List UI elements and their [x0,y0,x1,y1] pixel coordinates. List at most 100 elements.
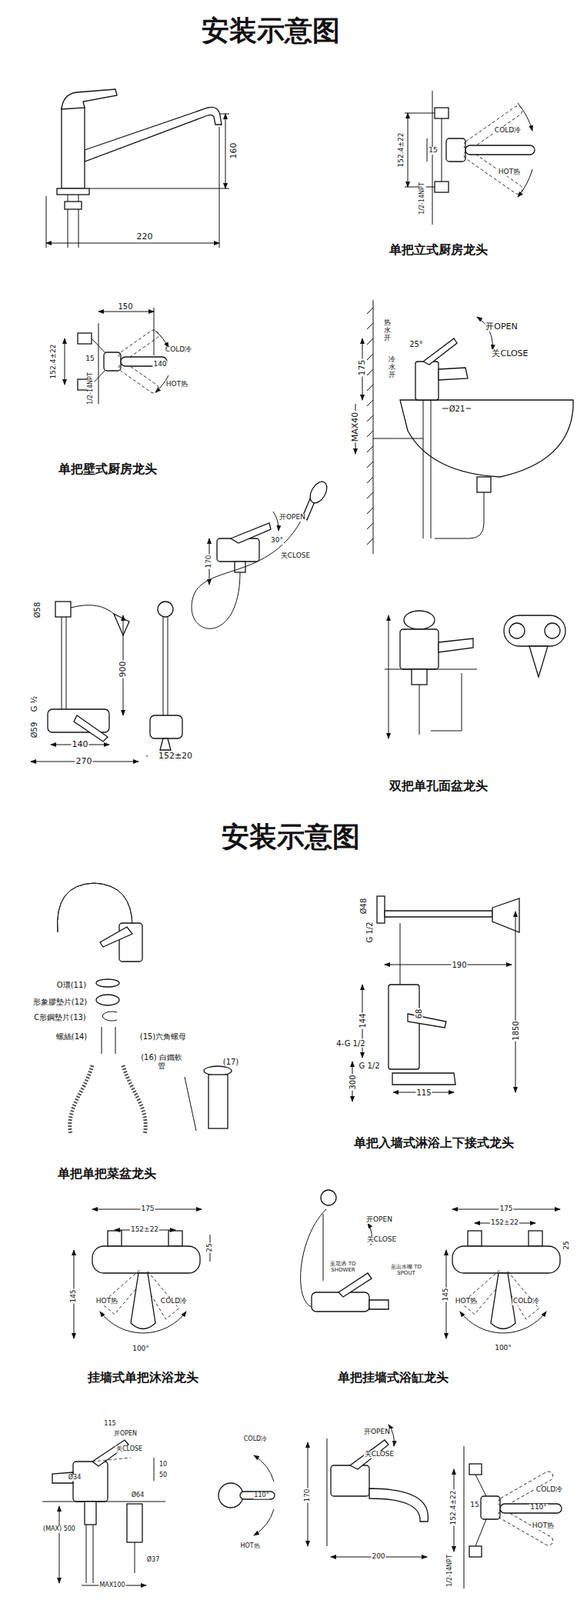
kitchen-faucet-side [46,89,230,248]
annotation-label: (15)六角螺母 [139,1032,188,1041]
basin-faucet [355,300,574,554]
annotation-label: 冷水开 [387,356,397,380]
annotation-label: 4-G 1/2 [335,1039,366,1048]
figure-caption: 双把单孔面盆龙头 [388,779,489,794]
annotation-label: COLD冷 [493,126,522,135]
annotation-label: 开OPEN [365,1216,394,1225]
concealed-shower-valve [352,896,520,1102]
annotation-label: 螺絲(14) [55,1032,89,1041]
annotation-label: 1/2-14NPT [446,1554,454,1588]
annotation-label: 150 [116,302,134,311]
figure-caption: 单把壁式厨房龙头 [57,462,158,477]
annotation-label: 145 [70,1288,78,1304]
annotation-label: HOT热 [497,168,521,177]
wall-shower-mixer [73,1209,211,1339]
annotation-label: 开OPEN [113,1430,138,1438]
annotation-label: G 1/2 [365,920,374,944]
annotation-label: 形象膠墊片(12) [32,997,89,1007]
annotation-label: 15 [427,146,438,155]
figure-caption: 单把单把菜盆龙头 [56,1167,157,1181]
annotation-label: 170 [205,553,214,569]
annotation-label: 144 [358,1012,367,1029]
annotation-label: Ø37 [146,1557,161,1565]
annotation-label: (17) [222,1057,241,1067]
kitchen-faucet-top [404,90,535,225]
annotation-label: 关CLOSE [115,1446,144,1454]
annotation-label: COLD冷 [535,1486,564,1495]
annotation-label: 至花洒 TO SHOWER [326,1261,361,1274]
annotation-label: 270 [75,757,94,767]
annotation-label: 110° [253,1492,270,1500]
annotation-label: 开OPEN [278,513,307,522]
figure-caption: 单把挂墙式浴缸龙头 [336,1370,450,1385]
annotation-label: 175 [357,359,367,377]
annotation-label: O環(11) [56,980,87,990]
page-title: 安装示意图 [200,15,341,47]
kitchen-sink-faucet-parts [57,883,232,1135]
annotation-label: 50 [158,1472,168,1480]
annotation-label: 关CLOSE [363,1450,395,1459]
annotation-label: 25 [206,1242,214,1253]
annotation-label: C形鋼墊片(13) [33,1013,87,1022]
figure-caption: 单把入墙式淋浴上下接式龙头 [353,1136,515,1151]
annotation-label: Ø58 [33,601,42,620]
annotation-label: 1850 [511,1020,521,1041]
annotation-label: 110° [529,1504,548,1512]
annotation-label: 115 [103,1420,117,1428]
annotation-label: COLD冷 [160,1297,188,1306]
annotation-label: 25 [563,1240,571,1251]
annotation-label: 170 [303,1487,312,1503]
annotation-label: Ø21 [448,404,467,414]
figure-caption: 单把立式厨房龙头 [388,243,489,257]
annotation-label: COLD冷 [512,1297,541,1306]
annotation-label: 152±22 [130,1226,160,1235]
annotation-label: HOT热 [239,1543,261,1551]
annotation-label: HOT热 [165,380,189,389]
annotation-label: (MAX) 500 [42,1526,77,1534]
annotation-label: 15 [84,355,95,364]
annotation-label: 100° [493,1344,513,1353]
annotation-label: 152±22 [490,1219,520,1228]
annotation-label: HOT热 [531,1522,555,1531]
annotation-label: 关CLOSE [490,349,529,359]
annotation-label: 152.4±22 [50,343,58,381]
hand-shower [191,479,331,630]
annotation-label: 开OPEN [484,322,518,332]
annotation-label: 145 [442,1287,451,1302]
annotation-label: 300 [348,1073,357,1091]
annotation-label: 10 [158,1461,168,1469]
annotation-label: HOT热 [454,1297,478,1306]
annotation-label: 至出水嘴 TO SPOUT [386,1264,426,1277]
annotation-label: 152.4±22 [397,132,406,169]
annotation-label: 115 [415,1088,432,1098]
wall-kitchen-faucet [64,307,169,404]
annotation-label: (16) 白鐵軟管 [139,1053,184,1071]
wall-faucet [307,1424,562,1589]
annotation-label: Ø64 [130,1492,145,1500]
annotation-label: 140 [71,740,90,750]
annotation-label: 190 [450,960,467,970]
annotation-label: 15 [469,1501,480,1510]
two-handle-basin-faucet [384,610,566,739]
annotation-label: 关CLOSE [366,1236,397,1245]
annotation-label: COLD冷 [164,346,193,354]
annotation-label: Ø34 [67,1474,82,1482]
annotation-label: 175 [140,1205,155,1214]
annotation-label: 220 [136,232,154,242]
figure-caption: 挂墙式单把沐浴龙头 [86,1370,200,1385]
annotation-label: 1/2-14NPT [419,181,427,216]
annotation-label: 140 [152,360,167,369]
annotation-label: Ø59 [30,721,39,740]
bath-shower-mixer [300,1190,561,1339]
shower-set [30,601,183,762]
annotation-label: 热水开 [383,319,392,343]
annotation-label: HOT热 [95,1297,119,1306]
annotation-label: COLD冷 [243,1436,269,1444]
annotation-label: 关CLOSE [280,552,311,561]
annotation-label: 200 [370,1553,386,1561]
annotation-label: G ½ [30,695,39,714]
annotation-label: 30° [270,536,284,545]
annotation-label: 68 [414,1008,424,1021]
annotation-label: Ø48 [359,897,368,916]
